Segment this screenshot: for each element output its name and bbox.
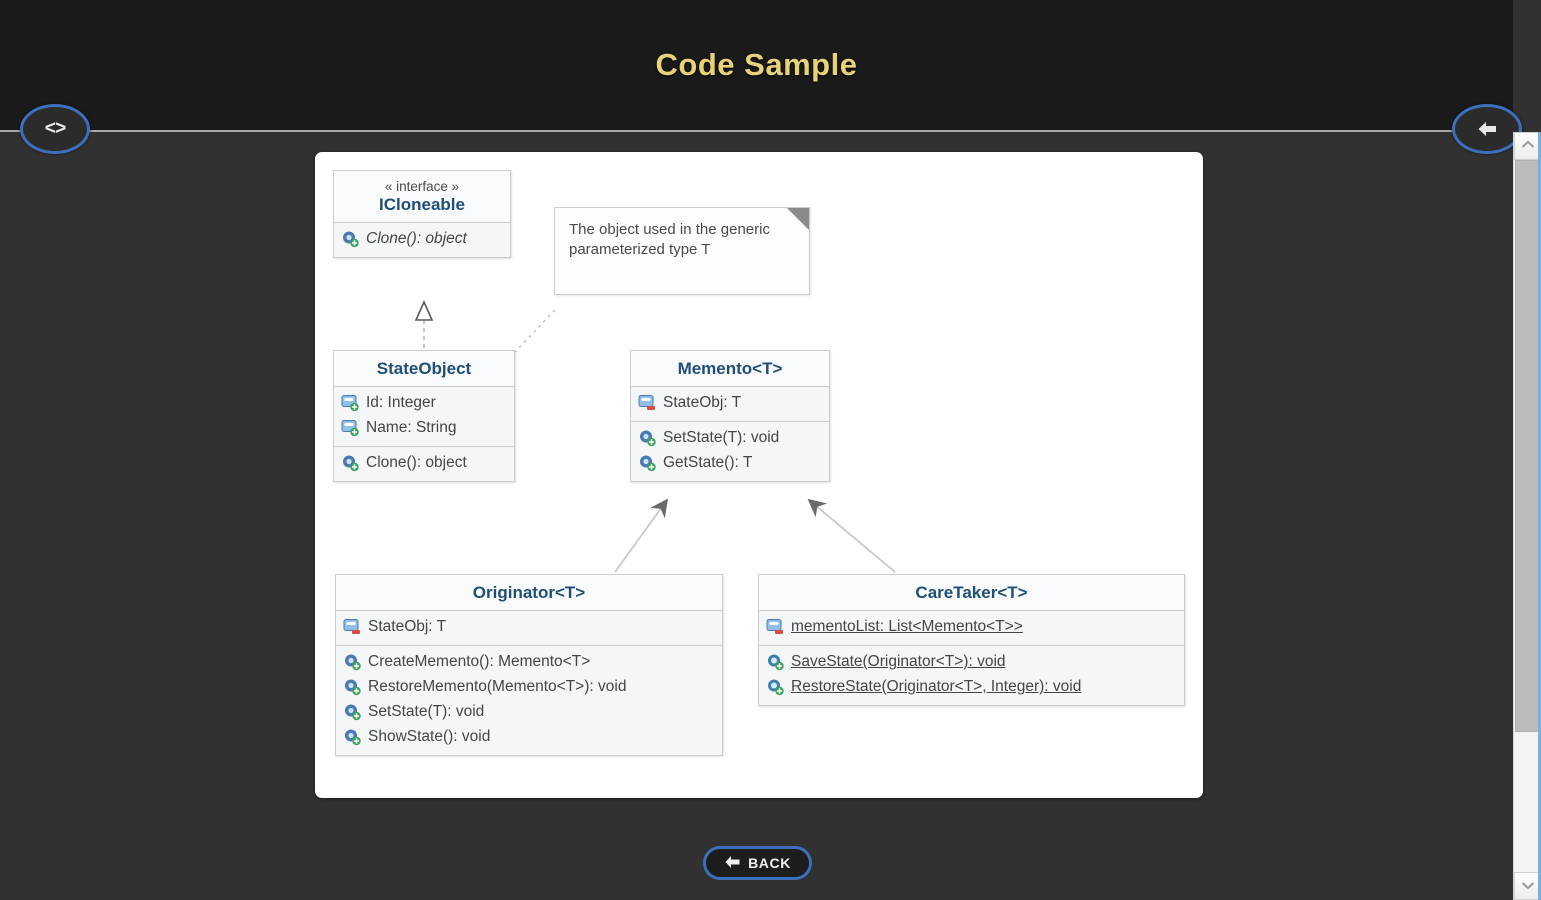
uml-methods-compartment: SetState(T): void GetState(): T xyxy=(631,422,829,481)
uml-class-title: CareTaker<T> xyxy=(759,575,1184,611)
uml-attributes-compartment: StateObj: T xyxy=(631,387,829,422)
uml-member: Id: Integer xyxy=(334,391,514,416)
back-button-label: BACK xyxy=(748,855,791,871)
private-property-icon xyxy=(343,618,363,636)
uml-member: SetState(T): void xyxy=(631,426,829,451)
uml-class-title: « interface » ICloneable xyxy=(334,171,510,223)
uml-class-name: StateObject xyxy=(376,359,472,378)
private-property-icon xyxy=(766,618,786,636)
uml-class-caretaker[interactable]: CareTaker<T> mementoList: List<Memento<T… xyxy=(758,574,1185,706)
uml-member-label: SetState(T): void xyxy=(368,702,485,720)
uml-methods-compartment: CreateMemento(): Memento<T> RestoreMemen… xyxy=(336,646,722,755)
uml-methods-compartment: Clone(): object xyxy=(334,447,514,481)
uml-member: Name: String xyxy=(334,416,514,441)
uml-member: StateObj: T xyxy=(631,391,829,416)
uml-member: GetState(): T xyxy=(631,451,829,476)
uml-member-label: Clone(): object xyxy=(366,453,467,471)
uml-stereotype: « interface » xyxy=(384,179,460,194)
uml-member: RestoreState(Originator<T>, Integer): vo… xyxy=(759,675,1184,700)
method-icon xyxy=(341,454,361,472)
uml-attributes-compartment: Id: Integer Name: String xyxy=(334,387,514,447)
static-method-icon xyxy=(766,653,786,671)
uml-member-label: Id: Integer xyxy=(366,394,436,411)
private-property-icon xyxy=(638,394,658,412)
uml-member-label: Name: String xyxy=(366,418,457,436)
uml-class-name: Memento<T> xyxy=(677,359,783,378)
uml-class-title: Memento<T> xyxy=(631,351,829,387)
uml-attributes-compartment: StateObj: T xyxy=(336,611,722,646)
method-icon xyxy=(638,454,658,472)
uml-member-label: Clone(): object xyxy=(366,230,467,247)
uml-methods-compartment: Clone(): object xyxy=(334,223,510,257)
uml-member: RestoreMemento(Memento<T>): void xyxy=(336,675,722,700)
method-icon xyxy=(343,728,363,746)
property-icon xyxy=(341,419,361,437)
scrollbar-edge xyxy=(1538,132,1541,900)
note-fold-icon xyxy=(787,208,809,230)
uml-member-label: ShowState(): void xyxy=(368,727,491,745)
uml-member: SetState(T): void xyxy=(336,700,722,725)
page-title: Code Sample xyxy=(655,47,858,82)
uml-member-label: StateObj: T xyxy=(368,618,447,635)
uml-member-label: mementoList: List<Memento<T>> xyxy=(791,618,1023,635)
uml-class-title: StateObject xyxy=(334,351,514,387)
header-back-button[interactable] xyxy=(1452,104,1522,154)
arrow-left-icon xyxy=(724,855,741,872)
uml-class-name: Originator<T> xyxy=(472,583,586,602)
property-icon xyxy=(341,394,361,412)
arrow-left-icon xyxy=(1475,119,1499,139)
scroll-up-button[interactable] xyxy=(1514,132,1541,160)
diagram-panel: « interface » ICloneable Clone(): object xyxy=(315,152,1203,798)
uml-class-name: ICloneable xyxy=(379,195,465,214)
uml-attributes-compartment: mementoList: List<Memento<T>> xyxy=(759,611,1184,646)
uml-methods-compartment: SaveState(Originator<T>): void RestoreSt… xyxy=(759,646,1184,705)
uml-member: Clone(): object xyxy=(334,451,514,476)
uml-class-name: CareTaker<T> xyxy=(915,583,1028,602)
uml-member-label: SaveState(Originator<T>): void xyxy=(791,652,1006,670)
code-brackets-icon: <> xyxy=(44,118,67,140)
chevron-down-icon xyxy=(1521,877,1535,895)
uml-class-title: Originator<T> xyxy=(336,575,722,611)
scrollbar-thumb[interactable] xyxy=(1515,160,1540,732)
uml-member-label: RestoreState(Originator<T>, Integer): vo… xyxy=(791,677,1082,695)
uml-member: ShowState(): void xyxy=(336,725,722,750)
uml-class-stateobject[interactable]: StateObject Id: Integer xyxy=(333,350,515,482)
page-header: Code Sample xyxy=(0,0,1513,132)
back-button[interactable]: BACK xyxy=(703,846,812,880)
uml-member: mementoList: List<Memento<T>> xyxy=(759,615,1184,640)
uml-class-icloneable[interactable]: « interface » ICloneable Clone(): object xyxy=(333,170,511,258)
uml-class-memento[interactable]: Memento<T> StateObj: T xyxy=(630,350,830,482)
uml-member-label: RestoreMemento(Memento<T>): void xyxy=(368,677,627,695)
uml-member: SaveState(Originator<T>): void xyxy=(759,650,1184,675)
static-method-icon xyxy=(766,678,786,696)
method-icon xyxy=(343,678,363,696)
method-icon xyxy=(343,653,363,671)
uml-note-text: The object used in the generic parameter… xyxy=(569,221,770,259)
method-icon xyxy=(341,230,361,248)
uml-member: StateObj: T xyxy=(336,615,722,640)
uml-member-label: GetState(): T xyxy=(663,453,753,471)
uml-member: Clone(): object xyxy=(334,227,510,252)
chevron-up-icon xyxy=(1521,137,1535,155)
diagram-connectors xyxy=(414,300,896,573)
vertical-scrollbar[interactable] xyxy=(1513,132,1541,900)
uml-member: CreateMemento(): Memento<T> xyxy=(336,650,722,675)
method-icon xyxy=(638,429,658,447)
method-icon xyxy=(343,703,363,721)
uml-class-originator[interactable]: Originator<T> StateObj: T xyxy=(335,574,723,756)
uml-note: The object used in the generic parameter… xyxy=(554,207,810,295)
scroll-down-button[interactable] xyxy=(1514,872,1541,900)
uml-member-label: SetState(T): void xyxy=(663,428,780,446)
code-sample-button[interactable]: <> xyxy=(20,104,90,154)
scrollbar-track[interactable] xyxy=(1514,160,1541,872)
uml-member-label: StateObj: T xyxy=(663,394,742,411)
uml-member-label: CreateMemento(): Memento<T> xyxy=(368,652,591,670)
